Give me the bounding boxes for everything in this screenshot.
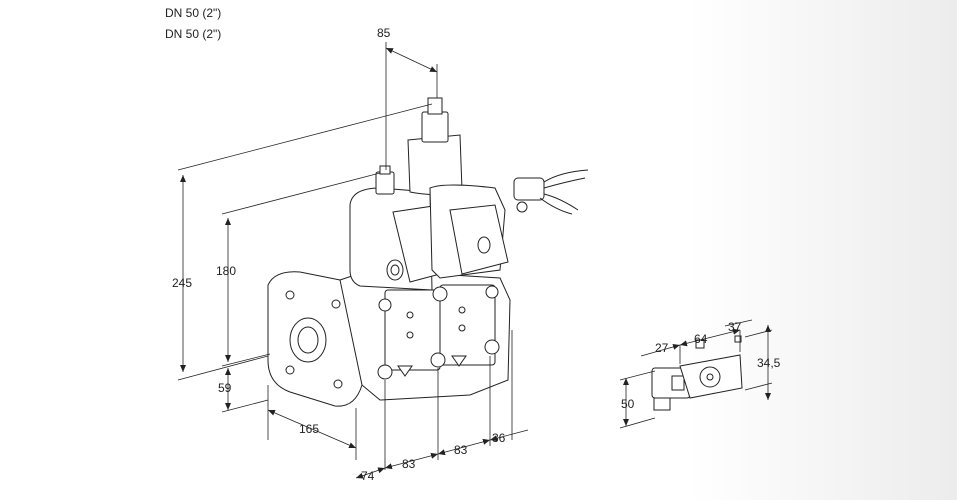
dim-245: 245 (172, 276, 192, 290)
cable-plug (513, 169, 589, 215)
dim-83-second: 83 (454, 443, 468, 457)
dimension-labels: 85 245 180 59 165 74 83 83 36 (172, 26, 506, 483)
dim-85: 85 (377, 26, 391, 40)
dim-64: 64 (694, 332, 708, 346)
valve-assembly-illustration (267, 97, 589, 407)
dim-50: 50 (621, 397, 635, 411)
title-line-2: DN 50 (2") (165, 27, 222, 41)
actuator-right (407, 97, 509, 279)
dim-83-first: 83 (402, 457, 416, 471)
dim-59: 59 (218, 381, 232, 395)
title-line-1: DN 50 (2") (165, 6, 222, 20)
connector-dimension-lines (619, 319, 773, 429)
dim-37: 37 (728, 320, 742, 334)
dim-36: 36 (492, 431, 506, 445)
dim-27: 27 (655, 341, 669, 355)
inlet-flange (267, 271, 363, 407)
dim-74: 74 (361, 469, 375, 483)
dimension-lines (177, 42, 529, 479)
dim-34-5: 34,5 (757, 356, 781, 370)
dim-180: 180 (216, 264, 236, 278)
dim-165: 165 (299, 422, 319, 436)
connector-dimension-labels: 27 64 37 34,5 50 (621, 320, 781, 411)
valve-modules (377, 284, 500, 380)
